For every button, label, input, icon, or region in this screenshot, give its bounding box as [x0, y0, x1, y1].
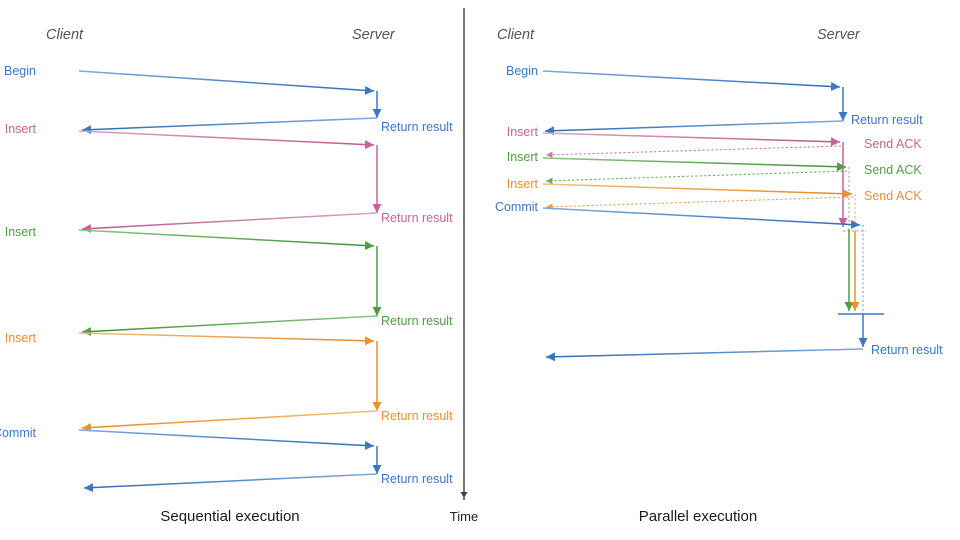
panel-sequential: Client Server Begin Return result Insert…: [0, 27, 453, 525]
message-insert-1-sequential: [78, 130, 382, 234]
server-label-return-result-3-sequential: Return result: [381, 314, 453, 328]
message-commit-sequential: [78, 429, 382, 493]
server-label-return-result-1-parallel: Return result: [851, 113, 923, 127]
server-label-send-ack-1-parallel: Send ACK: [864, 137, 922, 151]
lifeline-title-server-sequential: Server: [352, 27, 396, 43]
lifeline-title-server-parallel: Server: [817, 27, 861, 43]
message-insert-3-sequential: [78, 332, 382, 432]
client-label-insert-1-sequential: Insert: [5, 122, 37, 136]
server-label-return-result-4-sequential: Return result: [381, 409, 453, 423]
message-begin-parallel: [542, 70, 848, 136]
message-insert-2-sequential: [78, 229, 382, 337]
message-commit-parallel: [542, 207, 884, 362]
lifeline-title-client-parallel: Client: [497, 27, 535, 43]
server-label-return-result-2-parallel: Return result: [871, 343, 943, 357]
client-label-insert-3-parallel: Insert: [507, 177, 539, 191]
client-label-commit-sequential: Commit: [0, 426, 37, 440]
lifeline-title-client-sequential: Client: [46, 27, 84, 43]
server-label-return-result-2-sequential: Return result: [381, 211, 453, 225]
message-insert-1-parallel: [542, 132, 866, 232]
client-label-insert-2-parallel: Insert: [507, 150, 539, 164]
message-insert-2-parallel: [542, 157, 854, 311]
server-label-return-result-1-sequential: Return result: [381, 120, 453, 134]
panel-caption-sequential: Sequential execution: [160, 508, 299, 525]
client-label-insert-3-sequential: Insert: [5, 331, 37, 345]
message-begin-sequential: [78, 70, 382, 135]
client-label-begin-parallel: Begin: [506, 64, 538, 78]
server-label-send-ack-3-parallel: Send ACK: [864, 189, 922, 203]
message-insert-3-parallel: [542, 183, 860, 311]
time-axis-label: Time: [450, 509, 478, 524]
panel-caption-parallel: Parallel execution: [639, 508, 757, 525]
client-label-insert-2-sequential: Insert: [5, 225, 37, 239]
panel-parallel: Client Server Begin Return result Insert…: [495, 27, 943, 525]
client-label-insert-1-parallel: Insert: [507, 125, 539, 139]
server-label-return-result-5-sequential: Return result: [381, 472, 453, 486]
panel-divider: [460, 8, 468, 500]
client-label-begin-sequential: Begin: [4, 64, 36, 78]
server-label-send-ack-2-parallel: Send ACK: [864, 163, 922, 177]
client-label-commit-parallel: Commit: [495, 200, 539, 214]
